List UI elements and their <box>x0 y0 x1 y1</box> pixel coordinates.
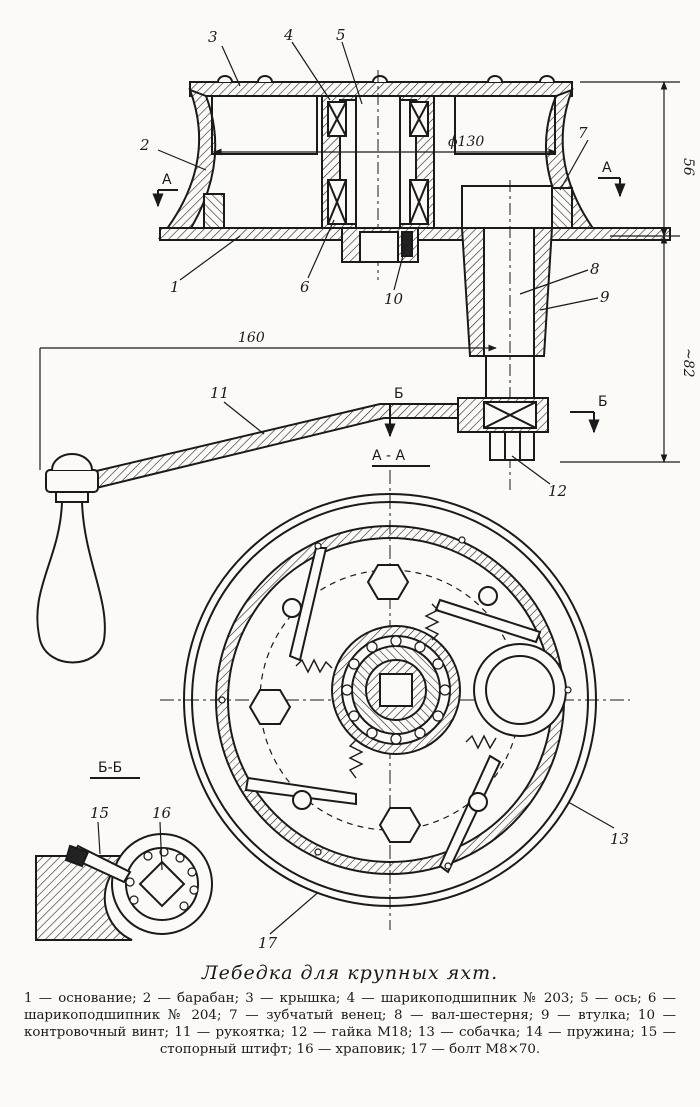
dimension-lines <box>39 81 680 470</box>
dim-arm-length: 160 <box>238 330 265 346</box>
section-b-b-title: Б-Б <box>98 760 122 776</box>
label-11: 11 <box>210 384 229 402</box>
winch-drawing: 3 4 5 2 7 1 6 10 8 9 11 12 13 15 16 17 ϕ… <box>35 26 696 952</box>
label-6: 6 <box>300 278 310 296</box>
springs <box>295 603 497 779</box>
crank-handle <box>36 403 459 664</box>
drum-section <box>157 70 671 490</box>
label-13: 13 <box>610 830 629 848</box>
label-5: 5 <box>336 26 346 44</box>
label-2: 2 <box>139 136 150 154</box>
label-9: 9 <box>600 288 610 306</box>
label-1: 1 <box>170 278 180 296</box>
cover-bolt-heads <box>217 75 555 83</box>
section-a-left: А <box>162 172 172 188</box>
part-labels: 3 4 5 2 7 1 6 10 8 9 11 12 13 15 16 17 <box>90 26 629 952</box>
label-3: 3 <box>208 28 218 46</box>
dim-shaft-height: ~82 <box>680 348 696 378</box>
label-4: 4 <box>283 26 294 44</box>
bearing-balls <box>341 635 451 745</box>
hex-bolts <box>248 564 422 843</box>
dimension-labels: ϕ130 160 56 ~82 <box>238 134 696 378</box>
dim-drum-height: 56 <box>680 158 696 176</box>
section-markers <box>152 177 626 438</box>
section-b-b <box>35 777 213 941</box>
section-a-right: А <box>602 160 612 176</box>
label-16: 16 <box>152 804 172 822</box>
caption: Лебедка для крупных яхт. 1 — основание; … <box>0 962 700 1058</box>
dim-diameter: ϕ130 <box>448 134 484 150</box>
label-10: 10 <box>384 290 404 308</box>
label-17: 17 <box>258 934 278 952</box>
rim-holes <box>218 536 572 870</box>
ratchet-teeth <box>125 847 199 911</box>
label-7: 7 <box>578 124 588 142</box>
parts-legend: 1 — основание; 2 — барабан; 3 — крышка; … <box>24 991 676 1057</box>
label-12: 12 <box>548 482 567 500</box>
plan-view-a-a <box>160 465 630 930</box>
label-15: 15 <box>90 804 109 822</box>
section-a-a-title: А - А <box>372 448 406 464</box>
pawls <box>244 547 542 874</box>
section-labels: А А Б Б А - А Б-Б <box>98 160 612 776</box>
section-b-mid: Б <box>394 386 404 402</box>
label-8: 8 <box>590 260 600 278</box>
section-b-right: Б <box>598 394 608 410</box>
caption-title: Лебедка для крупных яхт. <box>201 962 499 984</box>
